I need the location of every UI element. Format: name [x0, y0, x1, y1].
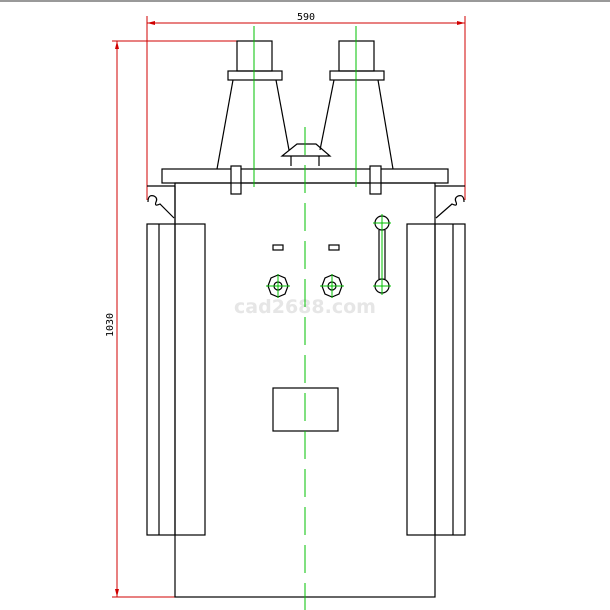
cover-clamp — [230, 165, 242, 195]
indicator-slot — [272, 244, 284, 251]
breather-vent — [280, 143, 332, 166]
centerlines — [253, 26, 391, 610]
height-dimension-label: 1030 — [105, 313, 116, 337]
height-dimension: 1030 — [105, 40, 237, 598]
left-bushing — [216, 40, 290, 170]
indicator-slot — [328, 244, 340, 251]
width-dimension-label: 590 — [297, 12, 315, 23]
right-lifting-hook — [435, 185, 465, 219]
left-lifting-hook — [147, 185, 176, 223]
left-radiator — [146, 223, 206, 536]
right-radiator — [406, 223, 466, 536]
width-dimension: 590 — [146, 12, 466, 200]
cover-clamp — [369, 165, 382, 195]
